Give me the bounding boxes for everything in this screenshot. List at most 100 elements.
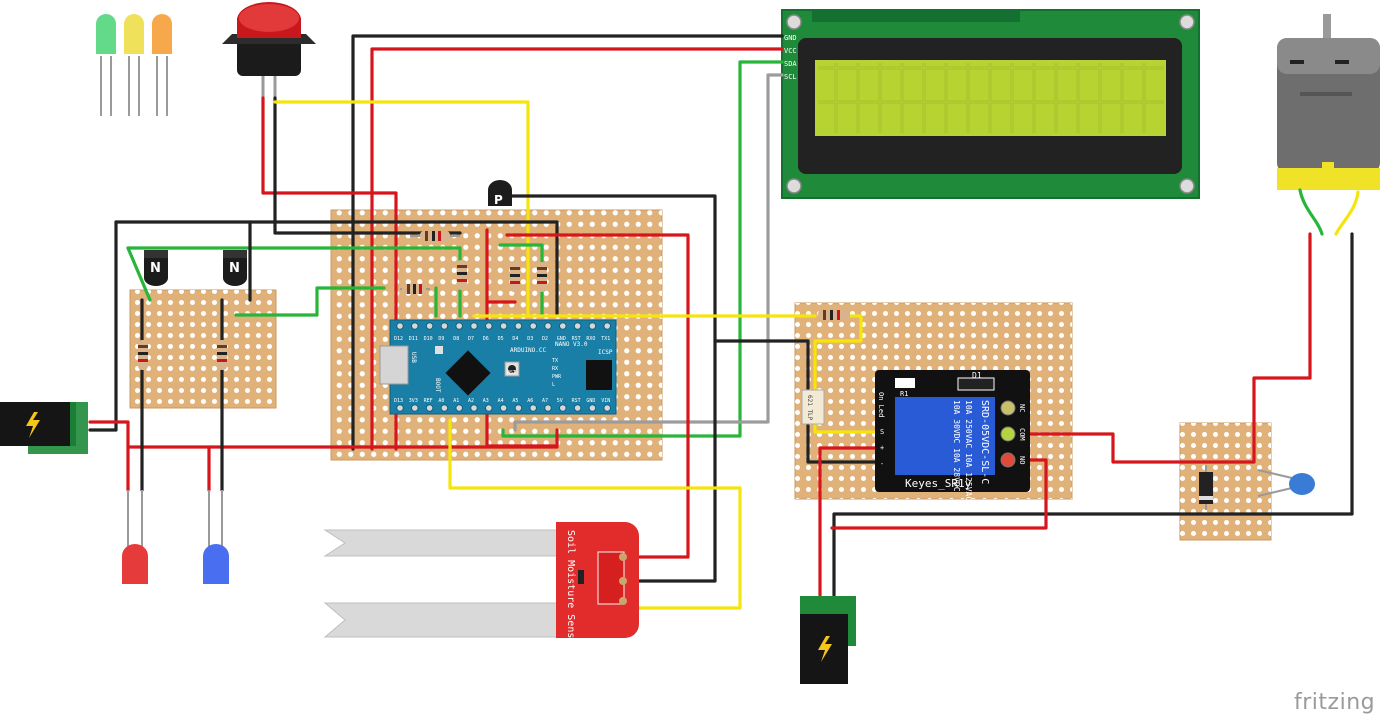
- nano-pin-top-1: [411, 322, 419, 330]
- nano-pin-top-14: [603, 322, 612, 330]
- led-yellow: [124, 14, 144, 116]
- nano-pin-bottom-11: [559, 404, 567, 412]
- nano-rx: RX: [552, 366, 558, 372]
- nano-pin-top-5: [470, 322, 478, 330]
- nano-pin-label-top-1: D11: [409, 336, 418, 342]
- nano-pin-label-top-11: GND: [557, 336, 566, 342]
- relay-model: SRD-05VDC-SL-C: [979, 400, 990, 484]
- resistor-1: [410, 231, 460, 241]
- nano-tx: TX: [552, 358, 558, 364]
- lcd-pin-sda: SDA: [784, 60, 797, 68]
- wires: [88, 34, 1360, 610]
- lcd-pin-scl: SCL: [784, 73, 797, 81]
- resistors: [138, 231, 850, 370]
- nano-pin-label-bottom-6: A3: [483, 398, 489, 404]
- npn-transistor-1: N: [144, 250, 168, 286]
- nano-pin-bottom-2: [425, 404, 434, 412]
- diode-stripboard: [1179, 422, 1272, 541]
- dc-motor: [1277, 14, 1380, 190]
- nano-pin-top-11: [559, 322, 567, 330]
- nano-pin-top-2: [425, 322, 434, 330]
- nano-pin-label-bottom-4: A1: [453, 398, 459, 404]
- nano-pin-bottom-7: [499, 404, 508, 412]
- relay-input-minus: -: [880, 460, 884, 468]
- terminal-com: [1000, 426, 1016, 442]
- npn-label-1: N: [150, 261, 161, 276]
- resistor-7: [217, 340, 227, 370]
- left-stripboard: [129, 289, 277, 409]
- relay-input-s: S: [880, 428, 884, 436]
- resistor-5: [537, 262, 547, 292]
- nano-pin-label-top-2: D10: [424, 336, 433, 342]
- nano-pin-label-bottom-14: VIN: [601, 398, 610, 404]
- push-button: [222, 2, 316, 98]
- relay-terminal-nc: NC: [1018, 404, 1026, 412]
- resistor-4: [510, 262, 520, 292]
- nano-pin-label-top-13: RXO: [586, 336, 595, 342]
- nano-pin-label-bottom-3: A0: [438, 398, 444, 404]
- nano-pin-bottom-3: [440, 404, 449, 412]
- nano-pin-label-top-12: RST: [572, 336, 581, 342]
- nano-pin-label-top-6: D6: [483, 336, 489, 342]
- nano-pin-label-bottom-9: A6: [527, 398, 533, 404]
- nano-pin-bottom-1: [411, 404, 419, 412]
- nano-pin-bottom-9: [529, 404, 538, 412]
- relay-led-label: On Led: [877, 392, 885, 417]
- led-blue: [203, 490, 229, 584]
- relay-module: D1 R1 SRD-05VDC-SL-C 10A 250VAC 10A 125V…: [801, 370, 1030, 501]
- npn-label-2: N: [229, 261, 240, 276]
- nano-pin-label-bottom-7: A4: [498, 398, 504, 404]
- nano-pin-label-bottom-1: 3V3: [409, 398, 418, 404]
- nano-pin-bottom-10: [544, 404, 552, 412]
- resistor-6: [138, 340, 148, 370]
- nano-pin-top-6: [485, 322, 493, 330]
- nano-pin-bottom-0: [396, 404, 404, 412]
- sensor-label: Soil Moisture Sensor: [565, 530, 576, 650]
- resistor-8: [818, 310, 850, 320]
- nano-icsp: ICSP: [598, 349, 613, 356]
- nano-pin-top-8: [514, 322, 523, 330]
- nano-pin-bottom-8: [514, 404, 523, 412]
- nano-pwr: PWR: [552, 374, 562, 380]
- nano-pin-label-bottom-13: GND: [586, 398, 595, 404]
- nano-pin-label-top-10: D2: [542, 336, 548, 342]
- nano-pin-label-top-9: D3: [527, 336, 533, 342]
- pnp-transistor: P: [488, 180, 512, 207]
- power-jack-right: [800, 596, 856, 684]
- led-green: [96, 14, 116, 116]
- nano-boot: BOOT: [434, 378, 441, 393]
- nano-pin-label-top-4: D8: [453, 336, 459, 342]
- nano-pin-label-top-7: D5: [498, 336, 504, 342]
- nano-pin-bottom-5: [470, 404, 478, 412]
- diode: [1199, 465, 1213, 510]
- nano-usb: USB: [410, 352, 417, 363]
- nano-pin-top-13: [588, 322, 597, 330]
- nano-pin-label-bottom-2: REF: [424, 398, 433, 404]
- nano-pin-bottom-12: [573, 404, 582, 412]
- nano-pin-top-0: [396, 322, 404, 330]
- nano-pin-bottom-14: [603, 404, 612, 412]
- capacitor: [1257, 469, 1315, 497]
- nano-pin-label-top-3: D9: [438, 336, 444, 342]
- power-bolt-icon: [26, 412, 40, 438]
- led-red: [122, 490, 148, 584]
- lcd-display: GND VCC SDA SCL: [781, 9, 1200, 199]
- relay-input-plus: +: [880, 444, 884, 452]
- relay-brand: Keyes_SR1y: [905, 477, 972, 490]
- terminal-nc: [1000, 400, 1016, 416]
- nano-pin-label-bottom-10: A7: [542, 398, 548, 404]
- nano-brand: ARDUINO.CC: [510, 347, 547, 354]
- soil-moisture-sensor: Soil Moisture Sensor: [323, 522, 639, 650]
- relay-rating1: 10A 250VAC 10A 125VAC: [964, 400, 973, 501]
- nano-pin-label-top-8: D4: [512, 336, 518, 342]
- nano-pin-bottom-13: [588, 404, 597, 412]
- lcd-pin-gnd: GND: [784, 34, 797, 42]
- npn-transistor-2: N: [223, 250, 247, 286]
- nano-pin-label-bottom-12: RST: [572, 398, 581, 404]
- nano-pin-label-bottom-0: D13: [394, 398, 403, 404]
- relay-rating2: 10A 30VDC 10A 28VDC: [952, 400, 961, 492]
- nano-rst-btn-label: RST: [507, 370, 516, 376]
- relay-d1: D1: [972, 371, 982, 380]
